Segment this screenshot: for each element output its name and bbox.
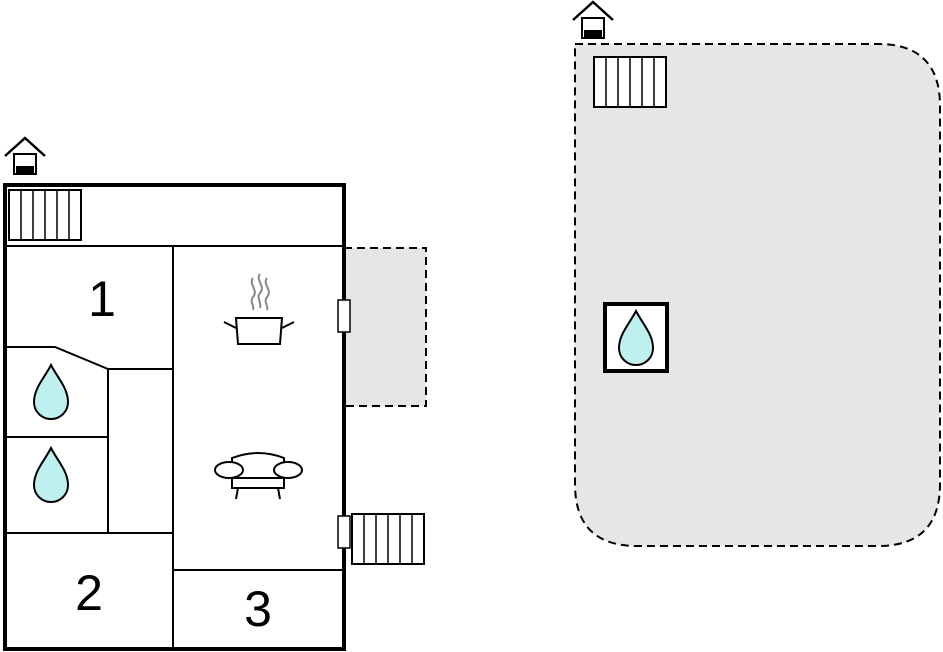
garden-area	[574, 43, 941, 547]
house-entrance-icon	[3, 136, 47, 176]
house-outline	[3, 183, 346, 651]
house-entrance-icon	[571, 0, 615, 40]
cooking-pot-icon	[223, 273, 295, 345]
stairs-icon	[8, 189, 82, 241]
room-number-2: 2	[75, 565, 103, 621]
stairs-icon	[593, 56, 667, 108]
sofa-icon	[214, 452, 303, 500]
room-number-3: 3	[244, 581, 272, 637]
door-icon	[337, 299, 351, 333]
door-icon	[337, 515, 351, 549]
terrace-small	[343, 247, 427, 407]
room-number-1: 1	[88, 271, 116, 327]
interior-walls	[5, 245, 344, 649]
stairs-icon	[351, 513, 425, 565]
